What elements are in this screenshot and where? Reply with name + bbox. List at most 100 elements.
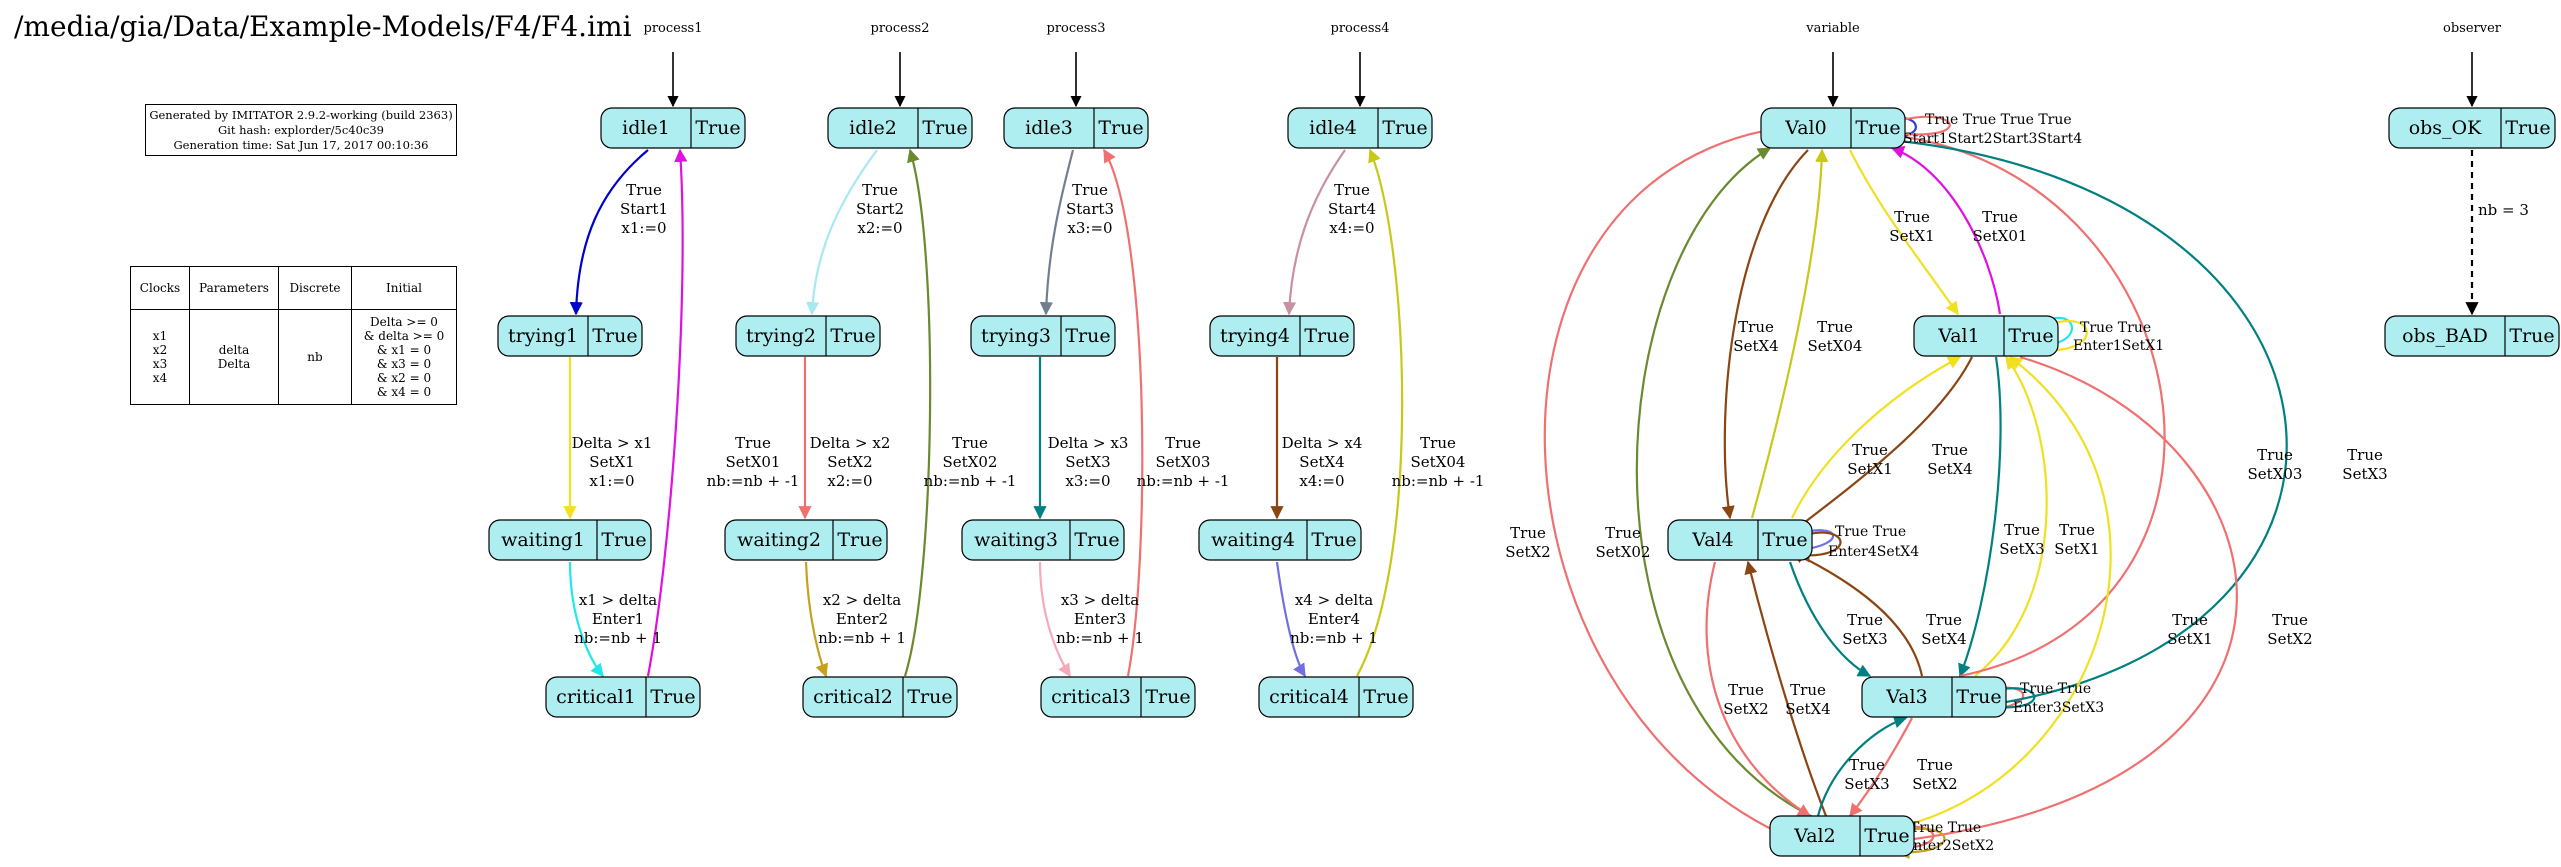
state-label: critical2 [813, 686, 893, 708]
state-label: trying1 [508, 325, 578, 347]
state-box [1198, 519, 1362, 561]
generator-info-line: Generation time: Sat Jun 17, 2017 00:10:… [173, 138, 429, 152]
state-label: trying2 [746, 325, 816, 347]
state-box [827, 107, 973, 149]
state-invariant: True [1145, 686, 1190, 708]
edge-critical4-idle4 [1356, 148, 1404, 677]
edge-val0-val3 [1889, 138, 2288, 710]
state-invariant: True [1382, 117, 1427, 139]
edge-val3-val1 [1974, 355, 2048, 677]
state-invariant: True [1065, 325, 1110, 347]
state-invariant: True [601, 529, 646, 551]
state-label: critical1 [556, 686, 636, 708]
state-invariant: True [1855, 117, 1900, 139]
initial-constraint: & delta >= 0 [363, 329, 445, 343]
edge-critical1-idle1 [646, 148, 688, 677]
state-invariant: True [695, 117, 740, 139]
edge-waiting4-critical4 [1275, 561, 1306, 678]
state-label: idle1 [622, 117, 670, 139]
state-label: Val4 [1691, 529, 1733, 551]
parameter-name: Delta [217, 357, 251, 371]
state-invariant: True [2509, 325, 2554, 347]
state-label: Val3 [1885, 686, 1927, 708]
state-box [1769, 815, 1915, 857]
edge-waiting2-critical2 [804, 561, 829, 678]
edge-label: Enter2SetX2 [1903, 838, 1994, 854]
parameter-name: delta [218, 343, 250, 357]
state-node-waiting4: waiting4 True [1198, 519, 1362, 561]
state-box [961, 519, 1125, 561]
state-box [488, 519, 652, 561]
state-box [1760, 107, 1906, 149]
state-box [1913, 315, 2059, 357]
state-box [2384, 315, 2560, 357]
edge-val1-val3 [1958, 356, 2002, 678]
edge-label: Enter4SetX4 [1828, 544, 1919, 560]
edge-val4-val2 [1705, 561, 1812, 817]
generator-info-line: Generated by IMITATOR 2.9.2-working (bui… [149, 108, 453, 122]
edge-val2-val0 [1635, 147, 1816, 819]
state-box [735, 315, 881, 357]
state-label: idle3 [1025, 117, 1073, 139]
state-invariant: True [1311, 529, 1356, 551]
state-invariant: True [922, 117, 967, 139]
state-invariant: True [1304, 325, 1349, 347]
discrete-name: nb [307, 350, 323, 364]
edge-val1-val2 [1888, 355, 2238, 848]
edge-label: Enter3SetX3 [2013, 700, 2104, 716]
state-label: Val0 [1784, 117, 1826, 139]
edge-critical3-idle3 [1103, 148, 1144, 677]
edge-val4-val0 [1750, 148, 1829, 519]
automaton-name: process3 [1047, 21, 1106, 36]
state-box [724, 519, 888, 561]
state-box [1003, 107, 1149, 149]
edge-idle1-trying1 [569, 149, 649, 316]
edge-val3-val0 [1888, 129, 2166, 678]
page-title: /media/gia/Data/Example-Models/F4/F4.imi [14, 10, 632, 43]
edge-label: True True True True [1925, 112, 2072, 128]
edge-label: Enter1SetX1 [2073, 338, 2164, 354]
edge-val0-val4 [1721, 149, 1809, 520]
state-invariant: True [2505, 117, 2550, 139]
clock-name: x4 [152, 371, 168, 385]
state-invariant: True [1956, 686, 2001, 708]
table-header: Initial [351, 266, 457, 310]
state-invariant: True [837, 529, 882, 551]
state-invariant: True [1074, 529, 1119, 551]
generator-info-box: Generated by IMITATOR 2.9.2-working (bui… [145, 104, 457, 156]
edge-val0-val2 [1543, 126, 1792, 840]
automaton-name: variable [1805, 21, 1860, 36]
initial-constraint: & x4 = 0 [376, 385, 432, 399]
state-label: critical4 [1269, 686, 1349, 708]
state-label: waiting4 [1211, 529, 1295, 551]
state-box [1861, 676, 2007, 718]
state-label: Val1 [1937, 325, 1979, 347]
state-box [1040, 676, 1196, 718]
